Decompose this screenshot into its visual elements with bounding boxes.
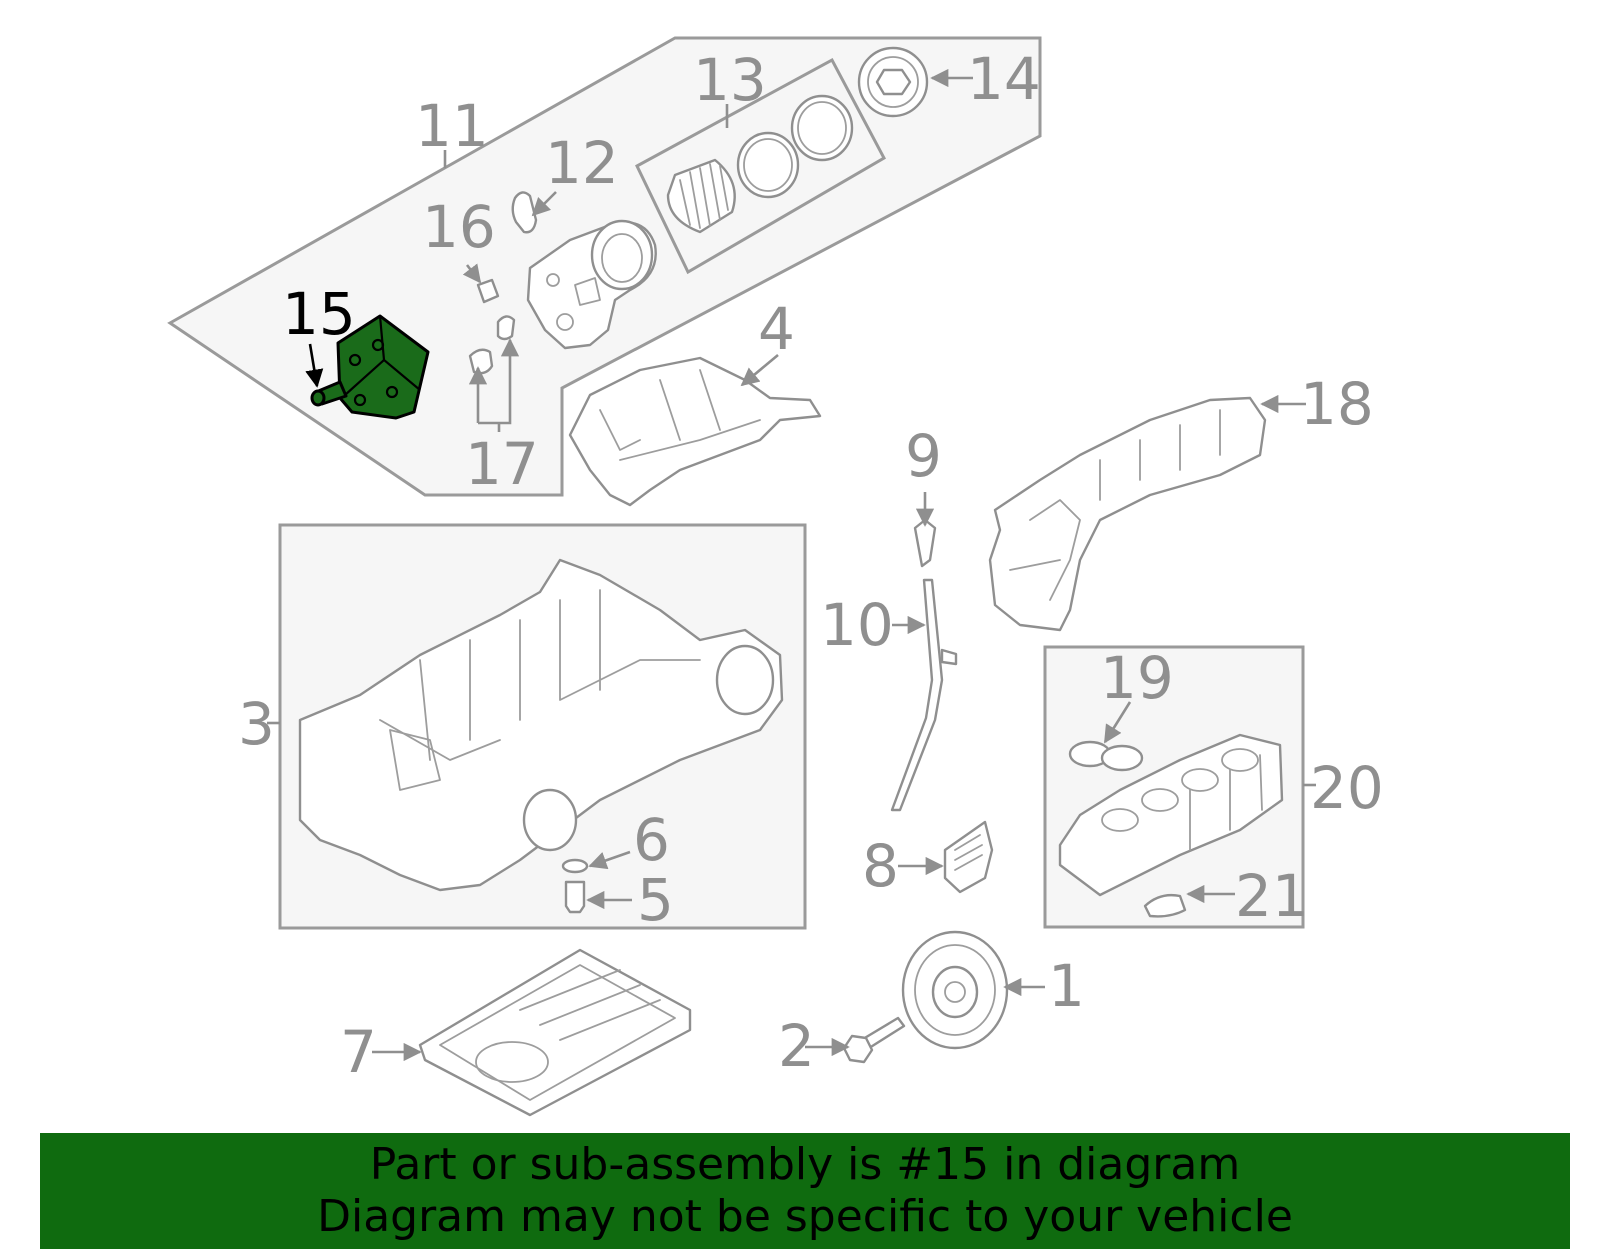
gasket-21-part: [1143, 893, 1187, 918]
callout-1: 1: [1048, 952, 1085, 1020]
gasket-12-part: [511, 191, 538, 234]
oil-pan-upper-part: [298, 558, 784, 892]
callout-11: 11: [415, 92, 489, 160]
callout-14: 14: [967, 45, 1041, 113]
callout-5: 5: [637, 866, 674, 934]
callout-19: 19: [1100, 644, 1174, 712]
oring-17a-part: [468, 348, 494, 375]
oil-baffle-part: [568, 356, 822, 507]
drain-plug-5-part: [564, 880, 586, 914]
callout-6: 6: [633, 806, 670, 874]
filter-cap-part: [857, 46, 929, 118]
gaskets-19-part: [1068, 740, 1144, 772]
callout-12: 12: [545, 129, 619, 197]
callout-10: 10: [820, 591, 894, 659]
pulley-1-part: [901, 930, 1009, 1050]
callout-17: 17: [465, 430, 539, 498]
banner-line-1: Part or sub-assembly is #15 in diagram: [369, 1139, 1241, 1190]
callout-7: 7: [340, 1018, 377, 1086]
seal-16-part: [476, 278, 500, 304]
screen-8-part: [943, 820, 994, 894]
callout-20: 20: [1310, 754, 1384, 822]
washer-6-part: [561, 858, 589, 874]
callout-16: 16: [422, 193, 496, 261]
callout-18: 18: [1300, 370, 1374, 438]
banner-line-2: Diagram may not be specific to your vehi…: [317, 1191, 1293, 1242]
oil-pan-lower-part: [418, 948, 692, 1117]
filter-element-part: [666, 94, 854, 234]
leader-lines: [267, 68, 1316, 1062]
callout-2: 2: [778, 1012, 815, 1080]
intake-manifold-upper-part: [988, 396, 1267, 632]
bolt-2-part: [842, 1016, 906, 1064]
callout-15[interactable]: 15: [282, 280, 356, 348]
intake-manifold-lower-part: [1058, 733, 1284, 897]
callout-13: 13: [693, 46, 767, 114]
callout-8: 8: [862, 832, 899, 900]
oring-17b-part: [496, 315, 516, 341]
screen-8-detail: [954, 834, 983, 871]
info-banner: Part or sub-assembly is #15 in diagram D…: [40, 1133, 1570, 1249]
callout-9: 9: [905, 422, 942, 490]
callout-21: 21: [1235, 862, 1309, 930]
callout-3: 3: [238, 690, 275, 758]
callout-4: 4: [758, 295, 795, 363]
dipstick-part: [890, 518, 958, 812]
filter-housing-part: [526, 219, 657, 350]
oil-cooler-highlighted-part[interactable]: [310, 314, 430, 420]
